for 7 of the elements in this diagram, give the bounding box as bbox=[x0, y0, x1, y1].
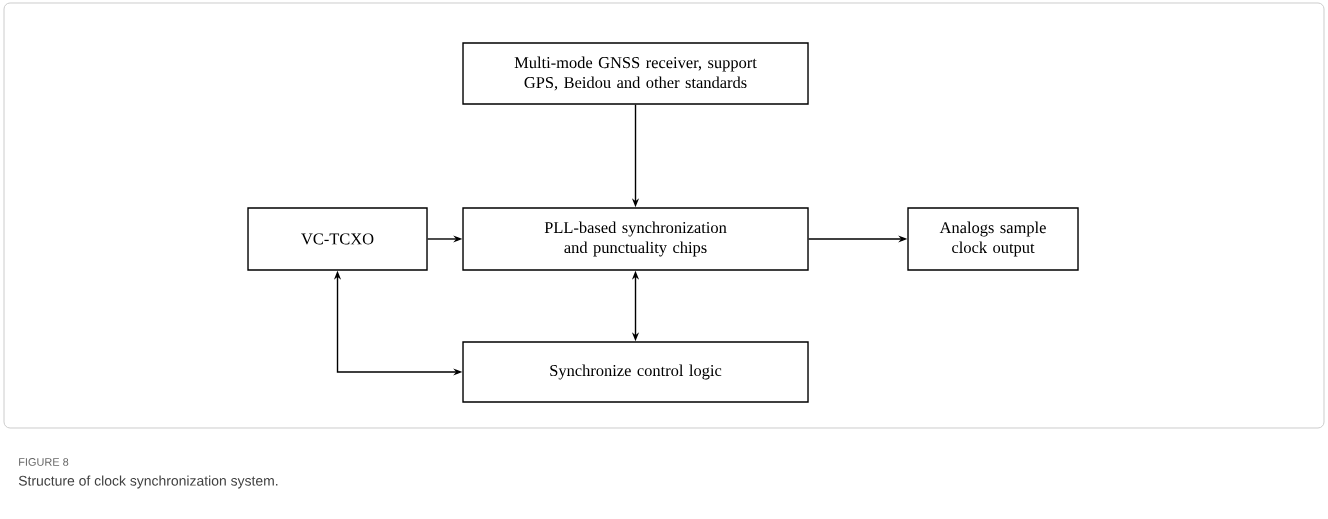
block-box: Synchronize control logic bbox=[462, 341, 809, 403]
block-box: VC-TCXO bbox=[247, 207, 428, 271]
block-box: PLL-based synchronization and punctuality chips bbox=[462, 207, 809, 271]
figure-number: FIGURE 8 bbox=[19, 458, 69, 466]
block-box: Multi-mode GNSS receiver, support GPS, Beidou and other standards bbox=[462, 42, 809, 105]
caption: Structure of clock synchronization system. bbox=[18, 475, 278, 489]
block-box: Analogs sample clock output bbox=[907, 207, 1079, 271]
